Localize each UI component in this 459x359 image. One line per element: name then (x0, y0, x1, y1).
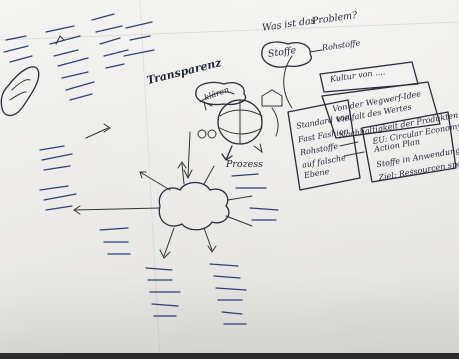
left-blob (0, 66, 40, 117)
left-note-box (287, 99, 361, 191)
box-eu (361, 111, 457, 183)
box-a (321, 81, 441, 139)
table-edge (0, 353, 459, 359)
central-cloud (158, 181, 230, 231)
globe-label: Prozess (226, 159, 264, 170)
